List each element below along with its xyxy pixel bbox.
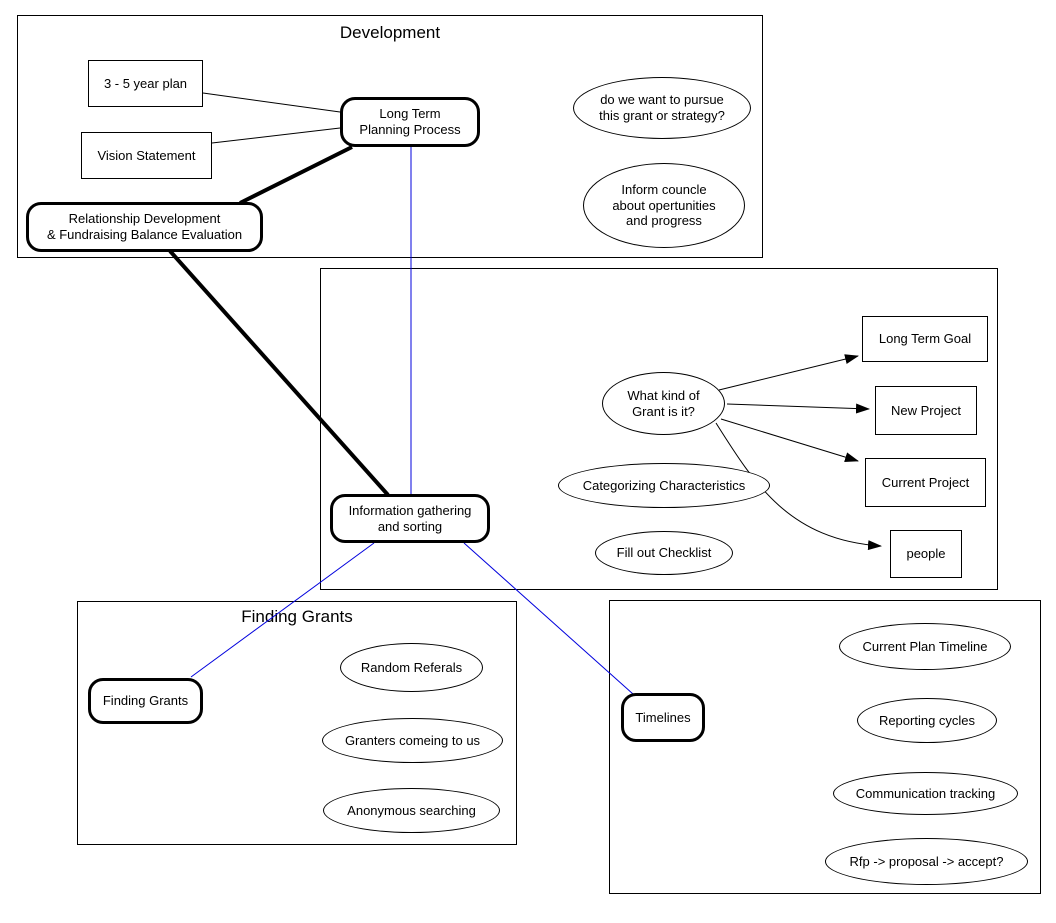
node-reporting-cycles[interactable]: Reporting cycles: [857, 698, 997, 743]
node-communication-tracking[interactable]: Communication tracking: [833, 772, 1018, 815]
node-new-project[interactable]: New Project: [875, 386, 977, 435]
node-finding-grants[interactable]: Finding Grants: [88, 678, 203, 724]
node-vision-statement[interactable]: Vision Statement: [81, 132, 212, 179]
development-group-box: [17, 15, 763, 258]
node-current-project[interactable]: Current Project: [865, 458, 986, 507]
node-categorizing-characteristics[interactable]: Categorizing Characteristics: [558, 463, 770, 508]
node-granters-coming-to-us[interactable]: Granters comeing to us: [322, 718, 503, 763]
node-fill-out-checklist[interactable]: Fill out Checklist: [595, 531, 733, 575]
node-relationship-development[interactable]: Relationship Development & Fundraising B…: [26, 202, 263, 252]
node-timelines[interactable]: Timelines: [621, 693, 705, 742]
node-what-kind-of-grant[interactable]: What kind of Grant is it?: [602, 372, 725, 435]
node-anonymous-searching[interactable]: Anonymous searching: [323, 788, 500, 833]
development-group-title: Development: [339, 23, 441, 42]
node-3-5-year-plan[interactable]: 3 - 5 year plan: [88, 60, 203, 107]
node-random-referals[interactable]: Random Referals: [340, 643, 483, 692]
node-current-plan-timeline[interactable]: Current Plan Timeline: [839, 623, 1011, 670]
node-long-term-planning-process[interactable]: Long Term Planning Process: [340, 97, 480, 147]
node-long-term-goal[interactable]: Long Term Goal: [862, 316, 988, 362]
node-rfp-proposal-accept[interactable]: Rfp -> proposal -> accept?: [825, 838, 1028, 885]
finding-grants-group-title: Finding Grants: [241, 607, 353, 626]
node-inform-council[interactable]: Inform councle about opertunities and pr…: [583, 163, 745, 248]
timelines-group-box: [609, 600, 1041, 894]
node-pursue-grant-question[interactable]: do we want to pursue this grant or strat…: [573, 77, 751, 139]
node-people[interactable]: people: [890, 530, 962, 578]
node-information-gathering[interactable]: Information gathering and sorting: [330, 494, 490, 543]
